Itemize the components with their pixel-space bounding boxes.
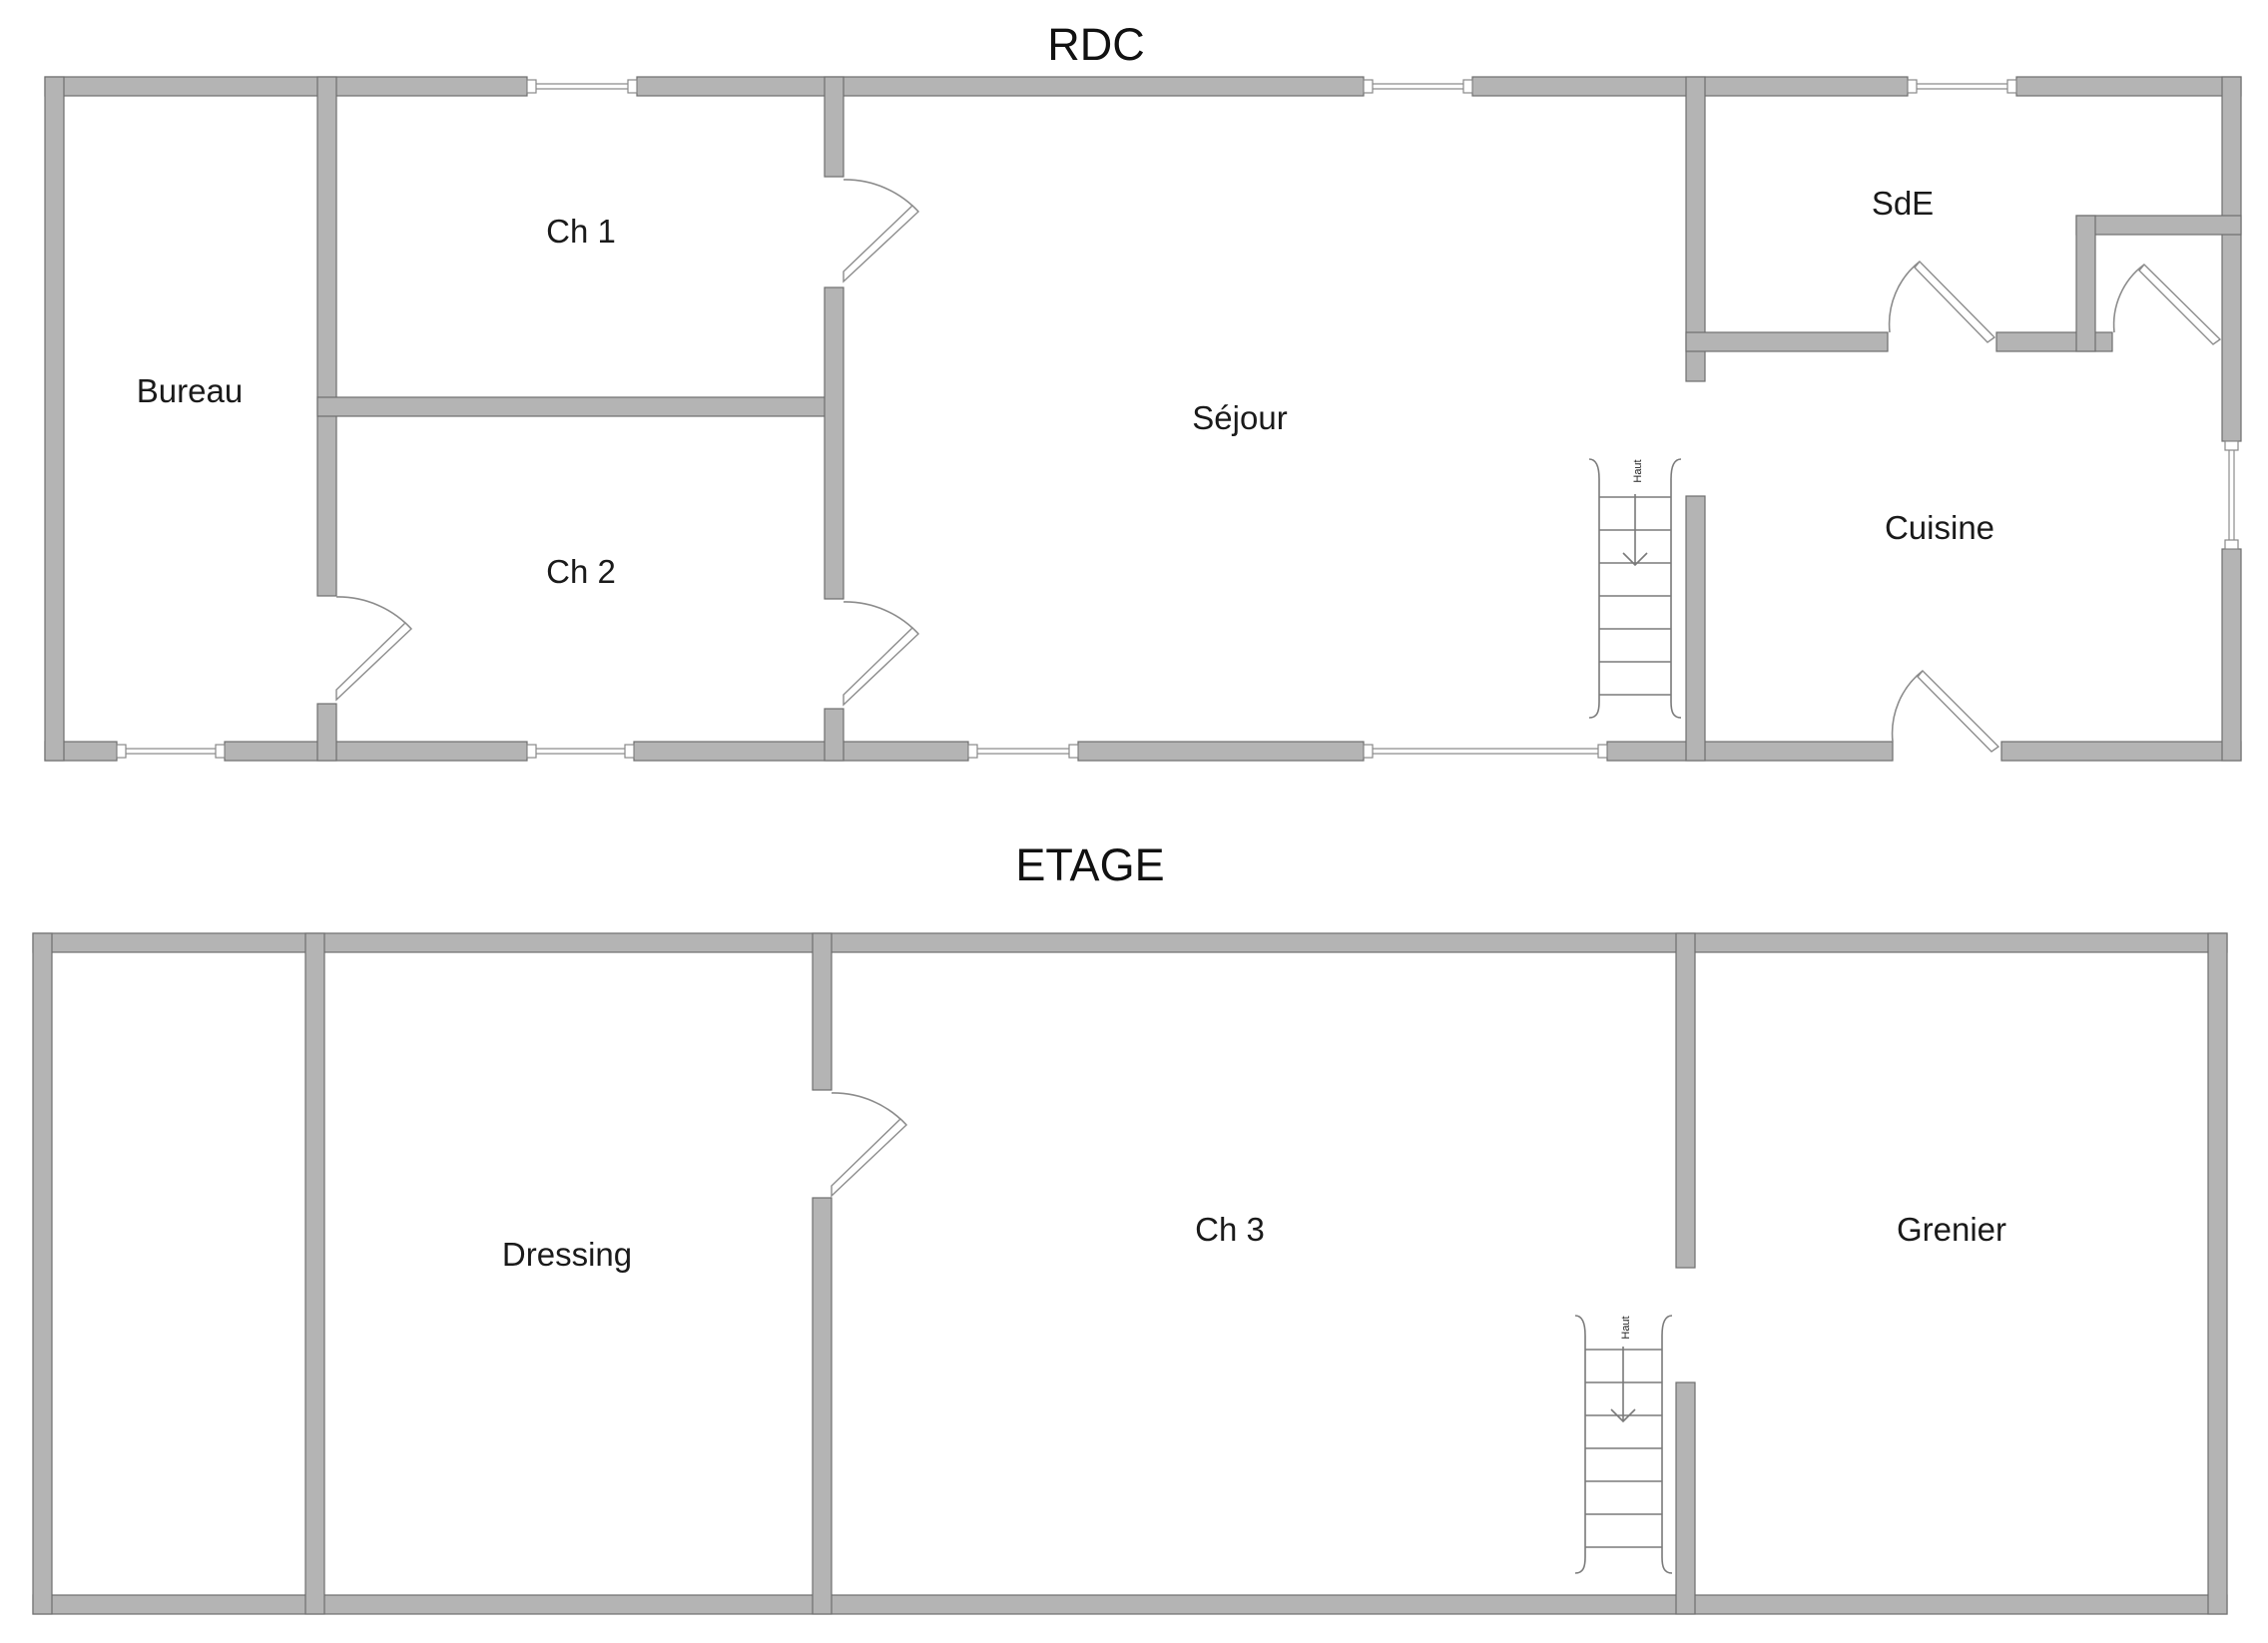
room-label-grenier: Grenier [1897,1211,2006,1248]
upper-stair-label: Haut [1620,1316,1632,1339]
room-label-ch3: Ch 3 [1195,1211,1265,1248]
room-label-dressing: Dressing [502,1236,632,1273]
ground-floor-title: RDC [1047,19,1145,70]
upper-floor-walls [32,932,2228,1615]
room-label-bureau: Bureau [137,372,243,409]
upper-floor-stairs [1574,1315,1673,1574]
room-label-sde: SdE [1872,185,1934,222]
ground-floor-doors [335,179,2222,753]
room-label-cuisine: Cuisine [1885,509,1994,546]
ground-stair-label: Haut [1632,459,1644,482]
upper-floor-doors [831,1092,908,1198]
room-label-ch1: Ch 1 [546,213,616,250]
room-label-ch2: Ch 2 [546,553,616,590]
room-label-sejour: Séjour [1192,399,1287,436]
ground-floor-stairs [1588,458,1682,719]
ground-floor-windows [116,79,2239,759]
upper-floor-title: ETAGE [1015,839,1164,890]
